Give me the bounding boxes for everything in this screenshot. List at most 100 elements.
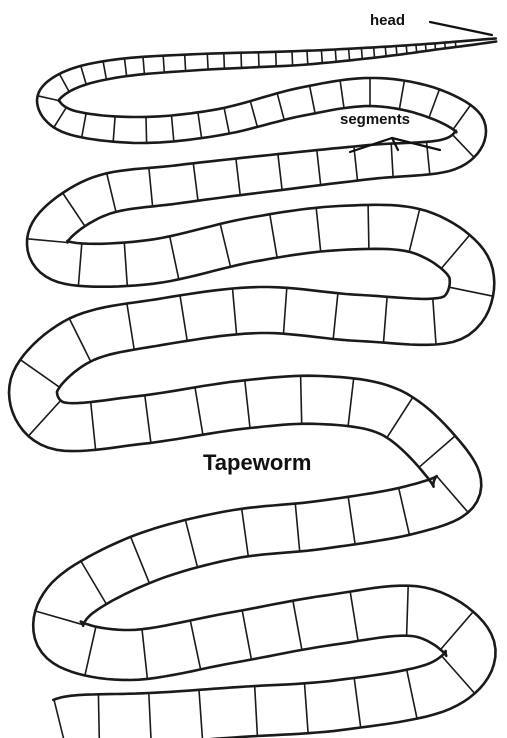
- segment-divider: [445, 43, 446, 49]
- segment-divider: [28, 401, 60, 437]
- segment-divider: [193, 163, 198, 200]
- segment-divider: [333, 293, 338, 339]
- segment-divider: [354, 678, 361, 728]
- segment-divider: [145, 395, 151, 443]
- segment-divider: [190, 621, 200, 670]
- segment-divider: [127, 304, 134, 350]
- segment-divider: [107, 173, 116, 212]
- segment-divider: [335, 50, 336, 62]
- segment-divider: [81, 66, 86, 85]
- segment-divider: [277, 93, 284, 120]
- segment-divider: [255, 686, 258, 736]
- segment-divider: [441, 235, 469, 269]
- segment-divider: [384, 297, 388, 343]
- segment-divider: [387, 397, 413, 437]
- segment-divider: [163, 56, 164, 73]
- segment-divider: [250, 101, 257, 127]
- segment-divider: [317, 150, 321, 185]
- segment-divider: [399, 488, 410, 535]
- segment-divider: [385, 47, 386, 57]
- segment-divider: [442, 656, 475, 694]
- segment-divider: [113, 116, 115, 141]
- segment-divider: [233, 289, 237, 335]
- segment-divider: [310, 86, 316, 114]
- segment-divider: [406, 45, 407, 53]
- segment-divider: [78, 243, 81, 285]
- body-outline-right: [57, 42, 496, 738]
- segment-divider: [340, 80, 344, 108]
- segment-divider: [419, 436, 455, 467]
- segment-divider: [185, 55, 186, 71]
- segment-divider: [350, 592, 358, 641]
- segment-divider: [35, 611, 83, 625]
- segment-divider: [409, 209, 420, 252]
- segment-divider: [81, 561, 107, 604]
- segment-divider: [224, 108, 229, 134]
- segment-divider: [59, 74, 69, 92]
- segment-divider: [416, 45, 417, 53]
- segment-divider: [98, 694, 99, 738]
- segment-divider: [259, 52, 260, 67]
- segment-divider: [396, 46, 397, 55]
- segment-divider: [449, 287, 493, 296]
- segment-divider: [455, 42, 456, 47]
- segment-divider: [441, 612, 474, 650]
- segment-divider: [276, 52, 277, 67]
- segment-divider: [103, 61, 106, 79]
- segment-divider: [305, 683, 309, 733]
- segment-divider: [301, 376, 302, 424]
- segment-divider: [292, 51, 293, 65]
- segment-divider: [270, 214, 277, 257]
- segment-divider: [142, 629, 147, 679]
- segment-divider: [316, 208, 321, 252]
- segment-divider: [278, 154, 282, 190]
- segment-divider: [368, 205, 369, 249]
- segment-divider: [38, 96, 59, 101]
- segment-divider: [425, 44, 426, 51]
- segment-divider: [245, 380, 250, 428]
- segment-divider: [54, 108, 67, 128]
- head-leader-line: [430, 22, 492, 35]
- segment-divider: [399, 81, 404, 110]
- segment-divider: [185, 520, 197, 567]
- segment-divider: [199, 690, 203, 738]
- segment-divider: [284, 288, 287, 334]
- segment-divider: [453, 135, 475, 158]
- segment-divider: [131, 537, 150, 583]
- segment-divider: [391, 144, 393, 178]
- segment-divider: [195, 387, 203, 434]
- tail-end: [54, 700, 66, 738]
- segment-divider: [198, 112, 202, 138]
- segment-divider: [374, 47, 375, 57]
- segment-divider: [242, 509, 249, 557]
- tapeworm-body: [9, 39, 496, 738]
- segment-divider: [180, 295, 187, 340]
- segment-divider: [321, 50, 322, 63]
- segment-divider: [63, 193, 85, 226]
- segment-divider: [20, 360, 59, 388]
- segment-divider: [241, 53, 242, 68]
- segment-divider: [207, 54, 208, 70]
- segment-divider: [453, 105, 471, 129]
- segment-divider: [85, 627, 96, 676]
- segment-divider: [220, 224, 230, 267]
- segment-divider: [433, 299, 436, 345]
- segment-divider: [82, 113, 86, 137]
- segment-divider: [242, 610, 251, 659]
- segment-divider: [146, 117, 147, 143]
- segment-divider: [236, 159, 240, 196]
- segment-divider: [293, 601, 302, 650]
- segment-divider: [172, 116, 174, 142]
- segment-divider: [149, 168, 153, 207]
- segment-divider: [170, 236, 179, 279]
- segment-divider: [307, 51, 308, 65]
- segment-divider: [349, 49, 350, 61]
- segment-divider: [437, 476, 468, 512]
- segment-divider: [435, 43, 436, 49]
- segment-divider: [149, 693, 151, 738]
- head-label: head: [370, 12, 405, 29]
- segment-divider: [125, 58, 127, 76]
- segment-divider: [429, 89, 439, 117]
